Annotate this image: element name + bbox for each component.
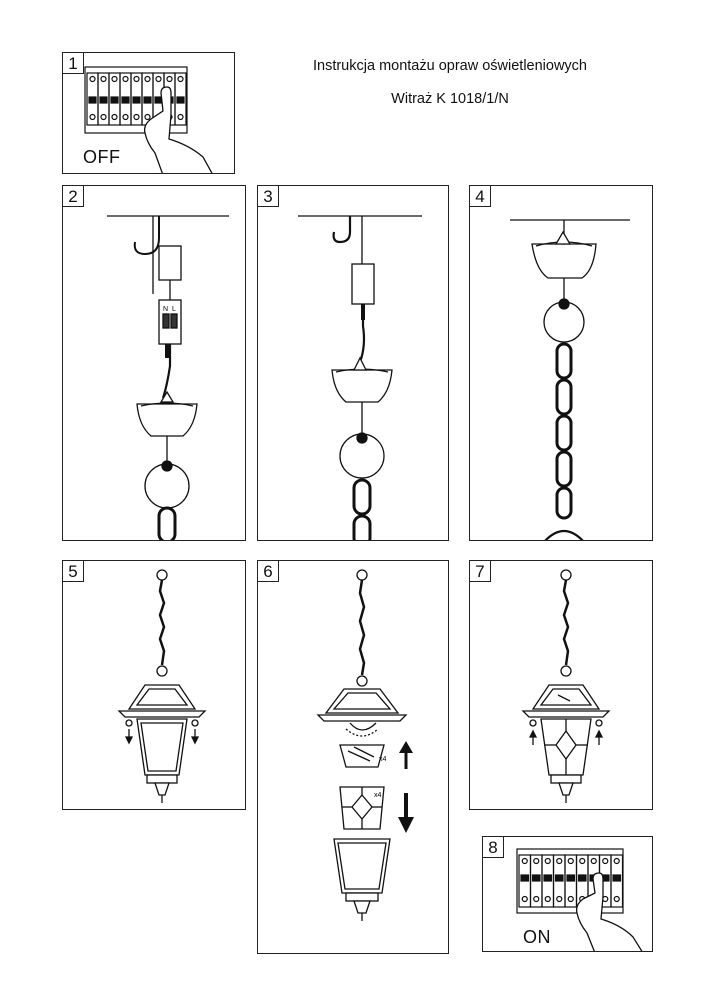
lantern-icon [117,569,207,803]
circuit-breaker-icon [516,848,643,951]
ceiling-hook-icon [133,216,160,256]
pane-count-bottom: x4 [374,792,382,799]
step-5-panel: 5 [62,560,246,810]
canopy-attach-diagram [298,215,422,540]
arrow-up-icon [399,741,413,769]
step-number: 3 [258,186,279,207]
chain-assembly-diagram [510,219,630,540]
step-4-panel: 4 [469,185,653,541]
step-2-panel: 2 N L [62,185,246,541]
model-name: Witraż K 1018/1/N [391,91,509,107]
connector-label-l: L [172,306,176,313]
step-number: 6 [258,561,279,582]
page-title: Instrukcja montażu opraw oświetleniowych [312,58,587,74]
hand-icon [575,872,643,951]
connector-label-n: N [163,306,168,313]
ceiling-hook-icon [332,216,352,244]
state-label-off: OFF [83,147,121,167]
step-number: 1 [63,53,84,74]
pane-count-top: x4 [379,756,387,763]
step-number: 5 [63,561,84,582]
circuit-breaker-icon [84,66,213,173]
pane-install-diagram: x4 x4 [316,569,414,921]
step-6-panel: 6 [257,560,449,954]
step-8-panel: 8 ON [482,836,653,952]
state-label-on: ON [523,927,551,947]
step-number: 4 [470,186,491,207]
wiring-diagram: N L [107,215,229,540]
step-3-panel: 3 [257,185,449,541]
lantern-icon [521,569,611,803]
step-number: 2 [63,186,84,207]
step-1-panel: 1 OFF [62,52,235,174]
chain-icon [555,342,573,520]
step-7-panel: 7 [469,560,653,810]
step-number: 7 [470,561,491,582]
step-number: 8 [483,837,504,858]
arrow-down-icon [398,793,414,833]
hand-icon [143,86,213,173]
